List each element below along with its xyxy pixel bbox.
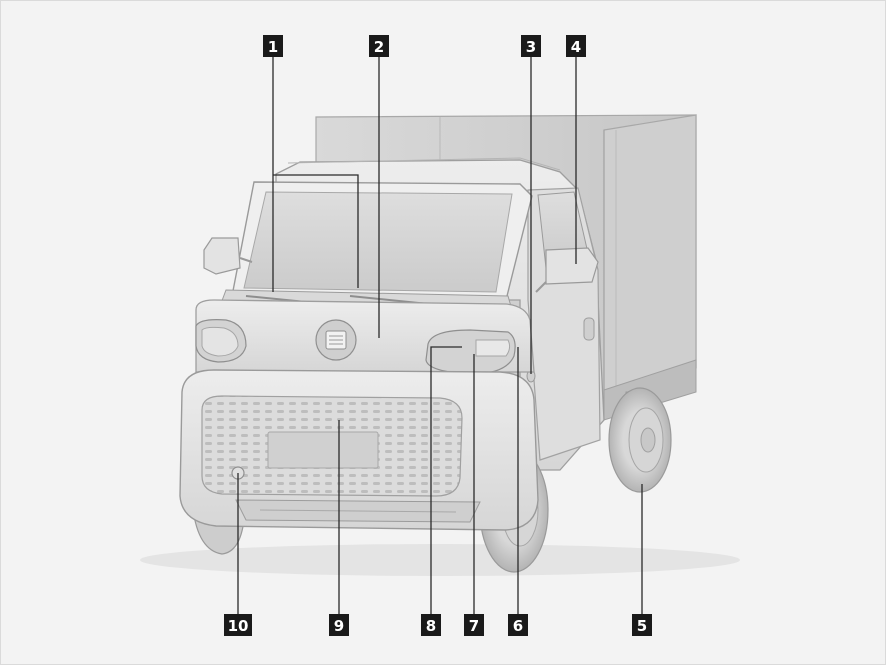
callout-9: 9 [329,614,349,636]
callout-4: 4 [566,35,586,57]
callout-2: 2 [369,35,389,57]
rear-wheel [608,387,672,493]
callout-3: 3 [521,35,541,57]
svg-text:2: 2 [374,38,384,56]
svg-text:6: 6 [513,617,523,635]
callout-1: 1 [263,35,283,57]
svg-text:5: 5 [637,617,647,635]
svg-text:7: 7 [469,617,479,635]
left-mirror [203,237,253,275]
ground-shadow [140,544,740,576]
front-fascia [195,299,535,375]
front-bumper [179,369,539,531]
svg-text:3: 3 [526,38,536,56]
svg-text:1: 1 [268,38,278,56]
callout-7: 7 [464,614,484,636]
callout-10: 10 [224,614,252,636]
windshield [231,181,533,301]
license-plate [267,431,379,469]
svg-text:10: 10 [228,617,249,635]
leader-lines [237,57,643,614]
callout-5: 5 [632,614,652,636]
callout-6: 6 [508,614,528,636]
svg-text:9: 9 [334,617,344,635]
svg-text:4: 4 [571,38,581,56]
callout-8: 8 [421,614,441,636]
svg-text:8: 8 [426,617,436,635]
